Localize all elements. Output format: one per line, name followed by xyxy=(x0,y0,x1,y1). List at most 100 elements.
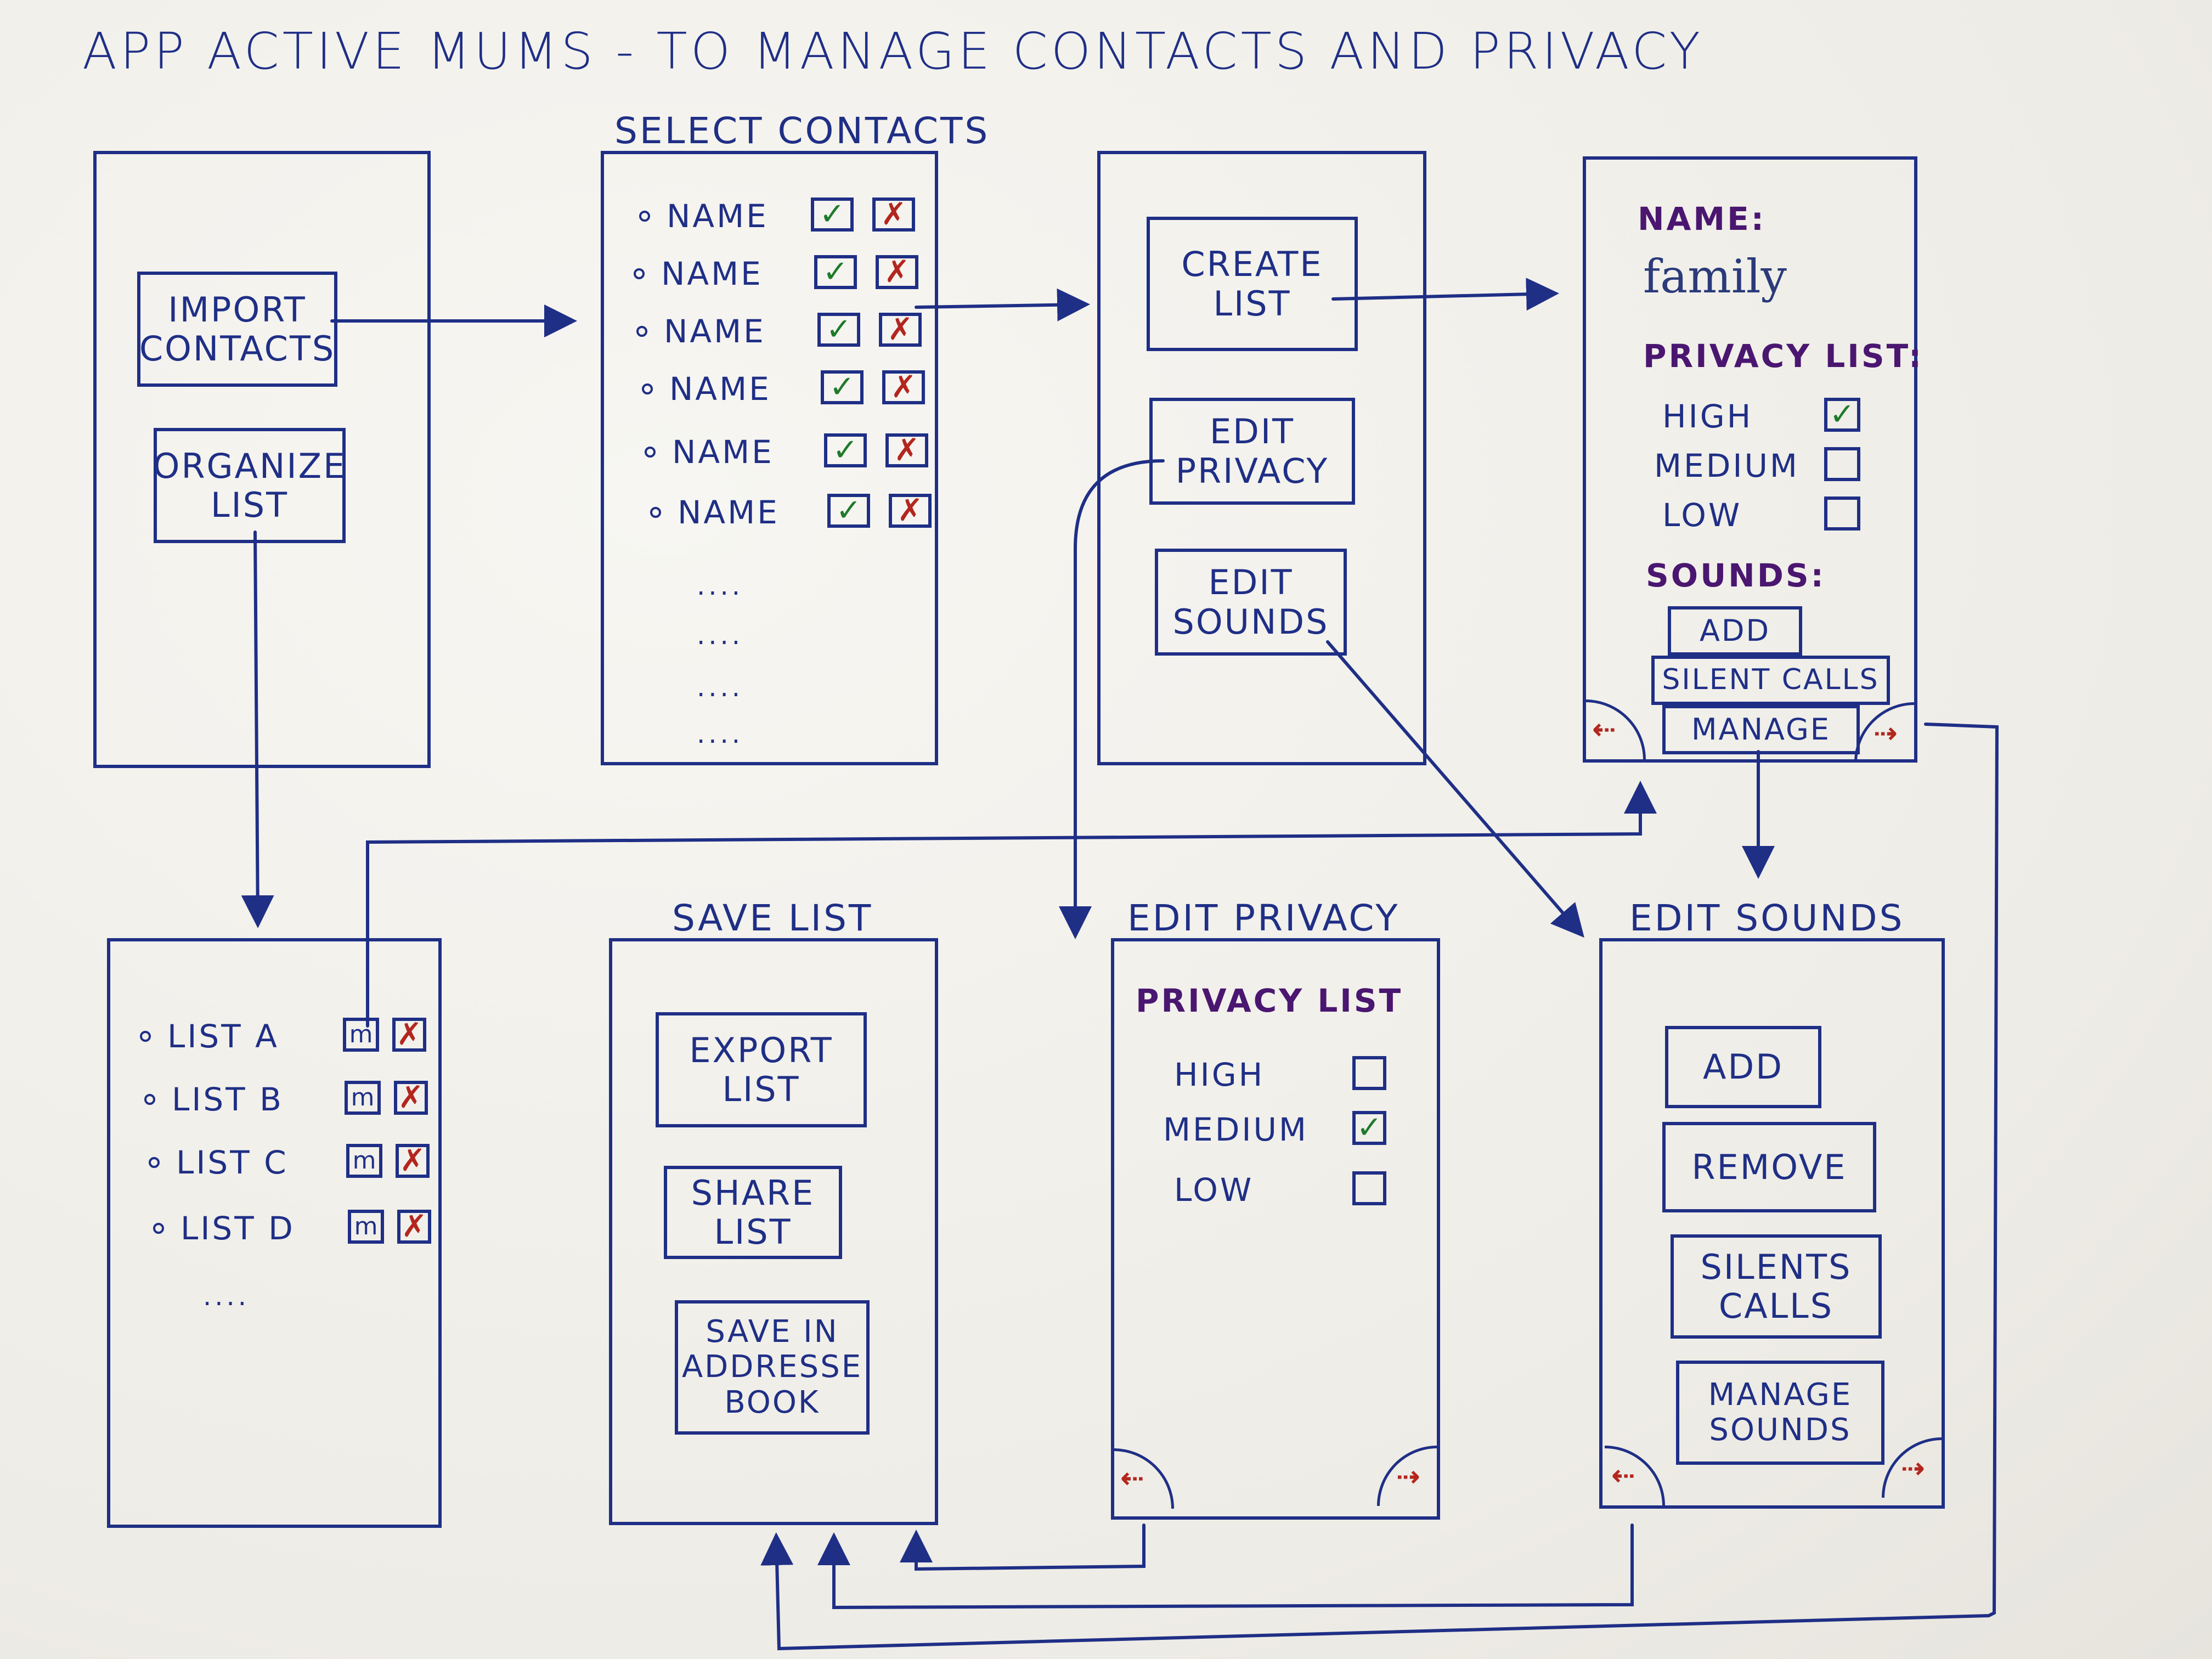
privacy-level-label: LOW xyxy=(1662,496,1742,534)
arrow-organize-to-lists xyxy=(241,531,274,928)
screen-edit-privacy xyxy=(1111,938,1440,1520)
edit-sounds-title: EDIT SOUNDS xyxy=(1629,897,1905,939)
contact-row: NAME xyxy=(634,255,763,292)
reject-checkbox[interactable]: ✗ xyxy=(872,198,915,232)
back-arrow-icon: ⇠ xyxy=(1611,1459,1635,1492)
edit-list-button[interactable]: m xyxy=(345,1081,381,1115)
privacy-level-checkbox[interactable]: ✓ xyxy=(1352,1111,1386,1145)
delete-list-button[interactable]: ✗ xyxy=(394,1081,428,1115)
share-list-button[interactable]: SHARE LIST xyxy=(664,1166,842,1259)
more-lists: .... xyxy=(203,1281,250,1312)
screen-list-menu xyxy=(1097,151,1426,765)
contact-name: NAME xyxy=(661,255,763,292)
accept-checkbox[interactable]: ✓ xyxy=(817,313,860,347)
arrow-form-to-save xyxy=(760,723,1999,1651)
accept-checkbox[interactable]: ✓ xyxy=(821,370,864,404)
sound-add-button[interactable]: ADD xyxy=(1668,606,1802,656)
back-arrow-icon: ⇠ xyxy=(1120,1462,1144,1495)
more-contacts: .... xyxy=(697,672,744,703)
list-name: LIST D xyxy=(180,1210,295,1247)
edit-privacy-title: EDIT PRIVACY xyxy=(1127,897,1400,939)
bullet xyxy=(634,268,645,279)
delete-list-button[interactable]: ✗ xyxy=(397,1210,431,1244)
arrow-editsounds-to-save xyxy=(817,1523,1634,1610)
bullet xyxy=(144,1094,155,1105)
more-contacts: .... xyxy=(697,571,744,601)
edit-list-button[interactable]: m xyxy=(346,1144,382,1178)
arrow-select-to-menu xyxy=(915,288,1090,321)
edit-list-button[interactable]: m xyxy=(343,1018,379,1052)
contact-row: NAME xyxy=(639,198,769,235)
reject-checkbox[interactable]: ✗ xyxy=(879,313,922,347)
reject-checkbox[interactable]: ✗ xyxy=(885,433,928,467)
edit-privacy-button[interactable]: EDIT PRIVACY xyxy=(1149,398,1355,505)
list-name: LIST B xyxy=(172,1081,284,1118)
more-contacts: .... xyxy=(697,719,744,749)
contact-row: NAME xyxy=(636,313,766,350)
reject-checkbox[interactable]: ✗ xyxy=(876,255,918,289)
edit-sounds-button[interactable]: EDIT SOUNDS xyxy=(1155,549,1347,656)
select-contacts-title: SELECT CONTACTS xyxy=(614,110,990,152)
accept-checkbox[interactable]: ✓ xyxy=(814,255,857,289)
silent-calls-button[interactable]: SILENTS CALLS xyxy=(1671,1234,1882,1339)
organize-list-button[interactable]: ORGANIZE LIST xyxy=(153,428,346,543)
export-list-button[interactable]: EXPORT LIST xyxy=(656,1012,867,1127)
privacy-level-checkbox[interactable] xyxy=(1824,447,1860,481)
arrow-listedit-to-form xyxy=(366,781,1657,1028)
bullet xyxy=(642,383,653,394)
list-item[interactable]: LIST B xyxy=(144,1081,284,1118)
privacy-level-checkbox[interactable] xyxy=(1352,1056,1386,1090)
save-address-book-button[interactable]: SAVE IN ADDRESSE BOOK xyxy=(675,1300,870,1435)
name-label: NAME: xyxy=(1638,200,1766,238)
list-item[interactable]: LIST C xyxy=(149,1144,289,1181)
screen-organize-lists xyxy=(107,938,442,1528)
privacy-list-label: PRIVACY LIST: xyxy=(1643,337,1924,375)
privacy-level-label: MEDIUM xyxy=(1163,1111,1308,1148)
arrow-privacy-to-editprivacy xyxy=(1059,459,1165,939)
screen-select-contacts xyxy=(601,151,938,765)
delete-list-button[interactable]: ✗ xyxy=(392,1018,426,1052)
list-item[interactable]: LIST D xyxy=(153,1210,295,1247)
privacy-list-label: PRIVACY LIST xyxy=(1136,982,1403,1019)
manage-sounds-button[interactable]: MANAGE xyxy=(1662,705,1860,754)
add-sound-button[interactable]: ADD xyxy=(1665,1026,1821,1108)
create-list-button[interactable]: CREATE LIST xyxy=(1147,217,1358,351)
list-item[interactable]: LIST A xyxy=(140,1018,279,1055)
save-list-title: SAVE LIST xyxy=(672,897,873,939)
contact-row: NAME xyxy=(650,494,780,531)
privacy-level-label: MEDIUM xyxy=(1654,447,1799,484)
privacy-level-label: HIGH xyxy=(1174,1056,1265,1093)
screen-list-form xyxy=(1583,156,1917,763)
accept-checkbox[interactable]: ✓ xyxy=(811,198,854,232)
accept-checkbox[interactable]: ✓ xyxy=(824,433,867,467)
more-contacts: .... xyxy=(697,620,744,651)
privacy-level-checkbox[interactable] xyxy=(1352,1171,1386,1205)
privacy-level-checkbox[interactable]: ✓ xyxy=(1824,398,1860,432)
manage-sounds-button[interactable]: MANAGE SOUNDS xyxy=(1676,1361,1884,1465)
privacy-level-label: HIGH xyxy=(1662,398,1753,435)
contact-row: NAME xyxy=(642,370,771,408)
privacy-level-checkbox[interactable] xyxy=(1824,496,1860,531)
import-contacts-button[interactable]: IMPORT CONTACTS xyxy=(137,272,337,387)
list-name: LIST C xyxy=(176,1144,289,1181)
remove-sound-button[interactable]: REMOVE xyxy=(1662,1122,1876,1212)
list-name-value[interactable]: family xyxy=(1643,250,1787,303)
bullet xyxy=(636,326,647,337)
reject-checkbox[interactable]: ✗ xyxy=(889,494,932,528)
next-arrow-icon: ⇢ xyxy=(1874,717,1898,750)
contact-name: NAME xyxy=(664,313,766,350)
bullet xyxy=(149,1157,160,1168)
back-arrow-icon: ⇠ xyxy=(1592,713,1616,746)
list-name: LIST A xyxy=(167,1018,279,1055)
edit-list-button[interactable]: m xyxy=(348,1210,384,1244)
bullet xyxy=(140,1031,151,1042)
silent-calls-button[interactable]: SILENT CALLS xyxy=(1651,656,1890,705)
bullet xyxy=(650,507,661,518)
reject-checkbox[interactable]: ✗ xyxy=(882,370,925,404)
screen-save-list xyxy=(609,938,938,1525)
next-arrow-icon: ⇢ xyxy=(1901,1452,1925,1485)
accept-checkbox[interactable]: ✓ xyxy=(827,494,870,528)
contact-name: NAME xyxy=(672,433,774,471)
delete-list-button[interactable]: ✗ xyxy=(396,1144,430,1178)
